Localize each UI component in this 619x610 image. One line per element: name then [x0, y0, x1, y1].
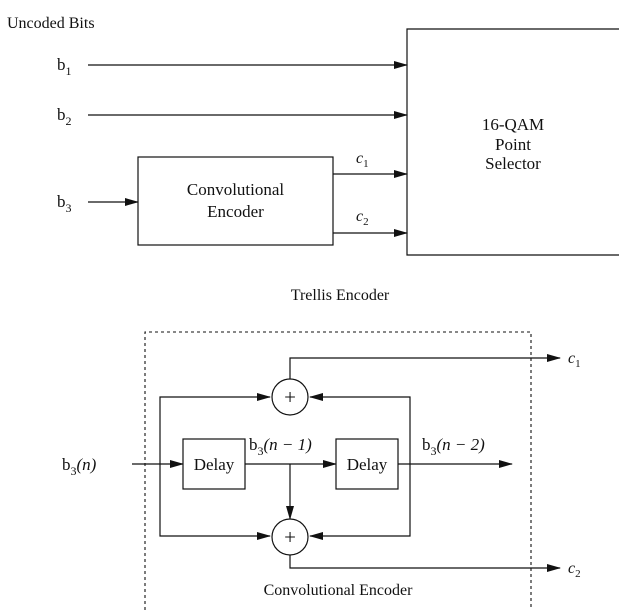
input-b1-label: b1 — [57, 55, 72, 78]
output-c1-label: c1 — [568, 350, 581, 370]
selector-line3: Selector — [485, 154, 541, 173]
input-to-bottom-adder — [159, 464, 271, 540]
tap2-to-bottom-adder — [309, 464, 411, 540]
trellis-encoder-caption: Trellis Encoder — [291, 287, 390, 304]
input-b3n-label: b3(n) — [62, 455, 97, 478]
tap1-label: b3(n − 1) — [249, 435, 312, 458]
c2-output-arrow — [289, 555, 561, 572]
qam-point-selector-block — [406, 28, 619, 256]
conv-encoder-boundary — [144, 331, 532, 610]
delay-2-label: Delay — [347, 455, 388, 474]
delay-block-2 — [335, 438, 399, 490]
uncoded-bits-label: Uncoded Bits — [7, 15, 95, 32]
top-adder-plus-icon: + — [284, 385, 296, 409]
input-to-top-adder — [159, 393, 271, 464]
conv-encoder-line1: Convolutional — [187, 180, 285, 199]
conv-encoder-caption: Convolutional Encoder — [264, 582, 414, 599]
delay-block-1 — [182, 438, 246, 490]
selector-line2: Point — [495, 135, 531, 154]
convolutional-encoder-block — [137, 156, 334, 246]
input-b3-label: b3 — [57, 192, 72, 215]
bottom-adder-plus-icon: + — [284, 525, 296, 549]
selector-line1: 16-QAM — [482, 115, 544, 134]
input-b2-label: b2 — [57, 105, 72, 128]
output-c2-label: c2 — [568, 560, 581, 580]
tap2-label: b3(n − 2) — [422, 435, 485, 458]
delay-1-label: Delay — [194, 455, 235, 474]
c2-label: c2 — [356, 208, 369, 228]
tap2-to-top-adder — [309, 393, 411, 464]
conv-encoder-line2: Encoder — [207, 202, 264, 221]
c1-label: c1 — [356, 150, 369, 170]
c1-output-arrow — [289, 354, 561, 379]
